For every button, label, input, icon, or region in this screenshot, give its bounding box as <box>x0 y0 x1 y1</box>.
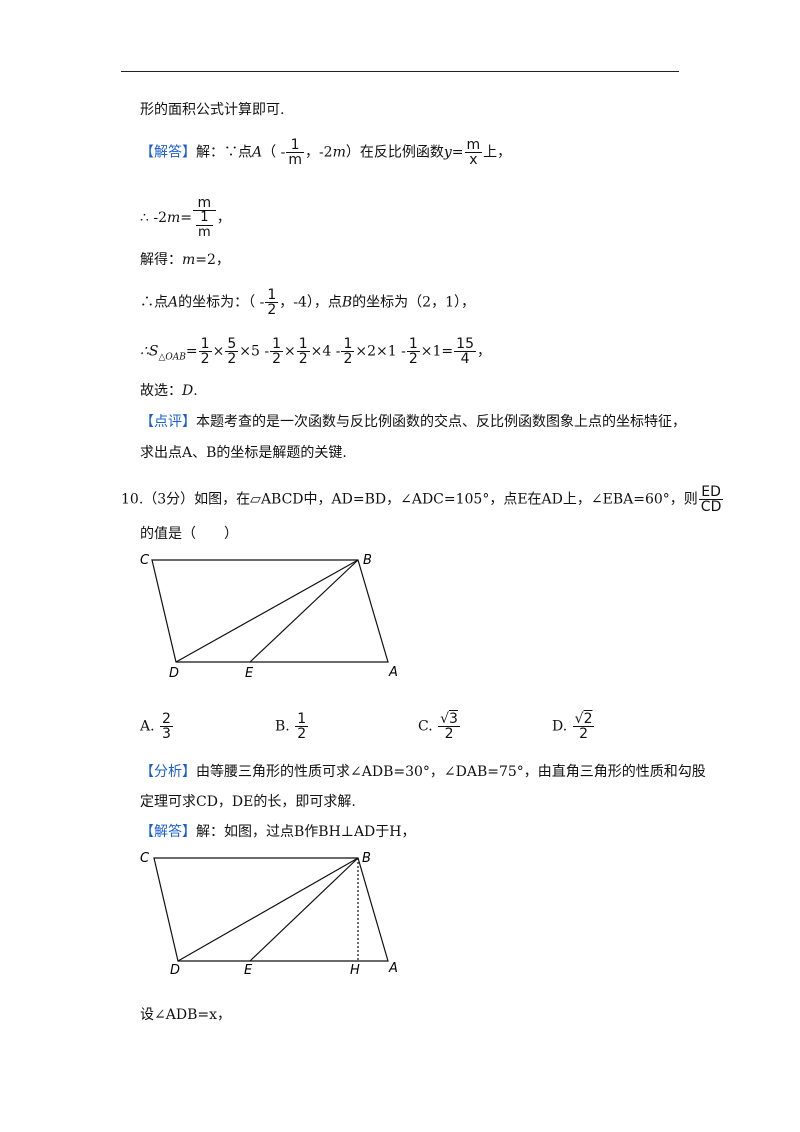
text-line-choice: 故选：D. <box>140 383 198 399</box>
header-rule <box>121 71 679 72</box>
parallelogram-figure-2: C B D E H A <box>140 851 398 978</box>
question-10-tail: 的值是（ ） <box>140 526 238 542</box>
label-c: C <box>140 851 150 866</box>
label-a: A <box>388 665 398 680</box>
label-a: A <box>388 961 398 976</box>
label-b: B <box>362 851 371 866</box>
comment-tag: 【点评】 <box>140 414 196 430</box>
segment-db <box>175 559 359 663</box>
label-b: B <box>363 553 372 568</box>
text-line-comment-2: 求出点A、B的坐标是解题的关键. <box>140 445 347 461</box>
text-line-4: 解得：m=2， <box>140 252 230 268</box>
solution-line: 【解答】解：如图，过点B作BH⊥AD于H， <box>140 824 416 840</box>
analysis-line-1: 【分析】由等腰三角形的性质可求∠ADB=30°，∠DAB=75°，由直角三角形的… <box>140 764 706 780</box>
answer-tag: 【解答】 <box>140 144 196 161</box>
question-10: 10.（3分）如图，在▱ABCD中，AD=BD，∠ADC=105°，点E在AD上… <box>121 484 724 515</box>
label-e: E <box>245 666 254 681</box>
segment-eb <box>249 857 359 962</box>
segment-eb <box>249 559 359 663</box>
parallelogram-abcd <box>153 857 389 962</box>
label-d: D <box>169 666 179 681</box>
parallelogram-figure-1: C B D E A <box>140 553 398 681</box>
segment-db <box>177 857 359 962</box>
text-line-comment: 【点评】本题考查的是一次函数与反比例函数的交点、反比例函数图象上点的坐标特征， <box>140 414 686 430</box>
label-h: H <box>350 963 360 978</box>
analysis-tag: 【分析】 <box>140 764 196 780</box>
label-e: E <box>244 963 253 978</box>
label-c: C <box>140 553 150 568</box>
label-d: D <box>170 963 180 978</box>
text-line-last: 设∠ADB=x， <box>140 1007 231 1023</box>
text-line-1: 形的面积公式计算即可. <box>140 102 285 118</box>
parallelogram-abcd <box>151 559 389 663</box>
analysis-line-2: 定理可求CD，DE的长，即可求解. <box>140 794 356 810</box>
